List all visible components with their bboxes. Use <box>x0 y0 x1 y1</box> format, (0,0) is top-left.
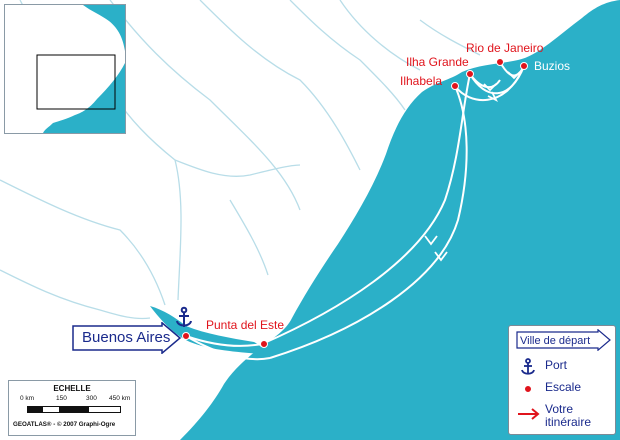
legend-port-label: Port <box>545 358 568 372</box>
label-punta: Punta del Este <box>206 318 285 332</box>
legend-title-arrow <box>516 328 611 352</box>
legend-itinerary-label: Votre itinéraire <box>545 403 591 429</box>
copyright: GEOATLAS® - © 2007 Graphi-Ogre <box>13 421 116 428</box>
label-ilhabela: Ilhabela <box>400 74 443 88</box>
scale-tick-450: 450 km <box>109 395 131 402</box>
stop-rio <box>496 58 504 66</box>
scale-tick-300: 300 <box>86 395 97 402</box>
legend-title: Ville de départ <box>520 335 591 347</box>
stop-markers <box>182 58 528 348</box>
scale-box: ECHELLE 0 km 150 300 450 km GEOATLAS® - … <box>8 380 136 436</box>
legend-stop-label: Escale <box>545 380 582 394</box>
label-rio: Rio de Janeiro <box>466 41 544 55</box>
inset-focus-rectangle <box>36 54 116 110</box>
red-arrow-icon <box>517 405 540 423</box>
inset-locator-map <box>4 4 126 134</box>
start-city-callout: Buenos Aires <box>72 322 184 354</box>
rivers <box>0 0 481 320</box>
stop-ilha-grande <box>466 70 474 78</box>
stop-buzios <box>520 62 528 70</box>
start-city-label: Buenos Aires <box>82 329 171 346</box>
itinerary-routes <box>185 61 525 361</box>
scale-bar <box>27 406 121 413</box>
scale-tick-150: 150 <box>56 395 67 402</box>
legend-row-itinerary: Votre itinéraire <box>509 402 615 432</box>
inset-map <box>5 5 125 133</box>
route-arrows <box>424 71 521 262</box>
legend-itinerary-line2: itinéraire <box>545 415 592 429</box>
legend-itinerary-line1: Votre <box>545 402 574 416</box>
anchor-icon <box>176 306 192 327</box>
anchor-icon <box>517 358 539 376</box>
stop-punta <box>260 340 268 348</box>
label-ilha-grande: Ilha Grande <box>406 55 469 69</box>
legend-row-port: Port <box>509 358 615 376</box>
scale-title: ECHELLE <box>53 384 91 393</box>
stop-ilhabela <box>451 82 459 90</box>
stop-buenos-aires <box>182 332 190 340</box>
scale-tick-0: 0 km <box>20 395 35 402</box>
legend: Ville de départ Port E <box>508 325 616 435</box>
label-buzios: Buzios <box>534 59 571 73</box>
legend-row-stop: Escale <box>509 380 615 398</box>
callout-arrow-shape <box>72 322 182 354</box>
red-dot-icon <box>517 380 539 398</box>
inset-continent <box>5 5 125 133</box>
legend-title-box <box>516 328 612 352</box>
estuary <box>150 306 264 354</box>
